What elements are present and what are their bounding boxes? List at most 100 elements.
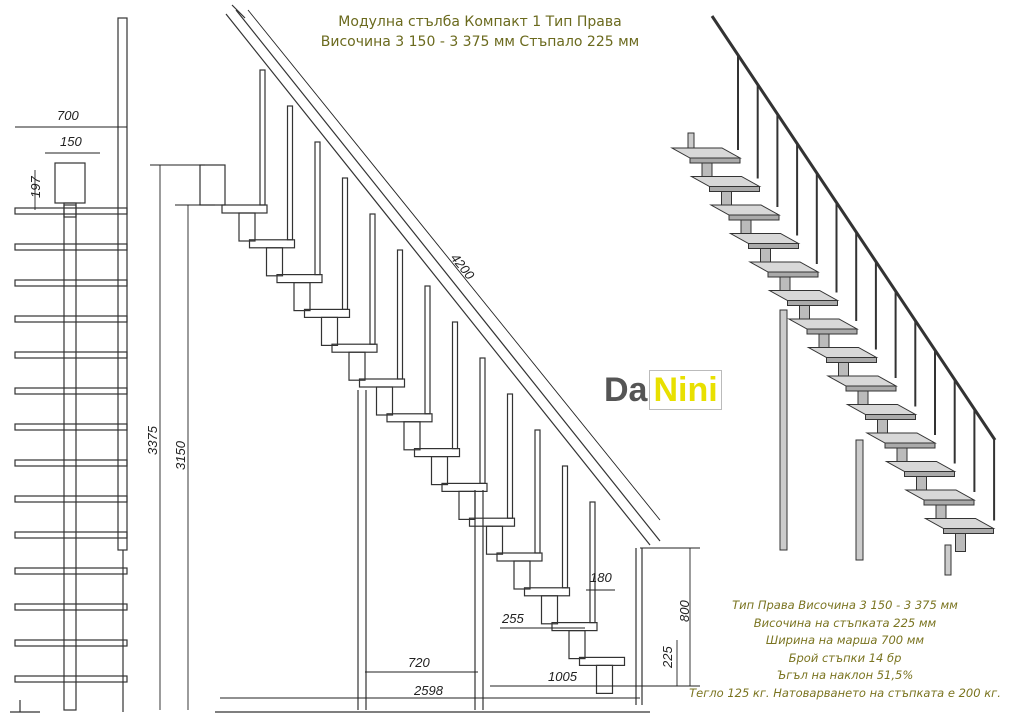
front-top-plate [54, 162, 86, 204]
side-module [513, 560, 531, 590]
iso-tread-edge [845, 385, 897, 392]
iso-tread-edge [728, 214, 780, 221]
iso-tread-edge [806, 328, 858, 335]
iso-support-post-3 [944, 544, 952, 576]
dimension-line [247, 9, 661, 521]
spec-weight-load: Тегло 125 кг. Натоварването на стъпката … [689, 685, 1001, 700]
baluster [534, 429, 541, 554]
side-module [540, 595, 559, 625]
front-tread [14, 351, 128, 359]
iso-tread [923, 518, 996, 529]
iso-tread [709, 204, 781, 216]
dim-clear-720: 720 [408, 655, 430, 670]
side-module [265, 247, 284, 277]
dim-length-2598: 2598 [413, 683, 444, 698]
side-tread [578, 656, 626, 667]
handrail-bottom [235, 9, 661, 542]
front-tread [14, 459, 128, 467]
front-tread [14, 495, 128, 503]
drawing-title: Модулна стълба Компакт 1 Тип Права Височ… [300, 12, 660, 52]
side-module [348, 351, 366, 381]
baluster [506, 393, 514, 519]
iso-tread [787, 318, 859, 330]
dim-rail-4200: 4200 [448, 250, 478, 283]
iso-tread [728, 233, 801, 244]
baluster [589, 501, 596, 624]
iso-tread-edge [748, 243, 799, 249]
iso-tread-edge [767, 271, 819, 278]
iso-tread [904, 489, 976, 501]
dim-tread-180: 180 [590, 570, 612, 585]
logo-da: Da [604, 371, 648, 409]
spec-angle: Ъгъл на наклон 51,5% [776, 668, 914, 682]
side-tread [441, 482, 488, 492]
baluster [341, 177, 349, 310]
side-tread [496, 552, 543, 562]
front-tread [14, 567, 128, 575]
dim-rail-800: 800 [677, 600, 692, 622]
title-line-1: Модулна стълба Компакт 1 Тип Права [338, 14, 622, 30]
side-tread [303, 308, 351, 318]
baluster [286, 105, 294, 241]
side-module [375, 386, 394, 416]
iso-tread [767, 290, 840, 301]
front-top-bracket [63, 202, 77, 218]
side-module [458, 490, 476, 520]
side-tread [276, 274, 323, 284]
side-module [430, 456, 449, 486]
title-line-2: Височина 3 150 - 3 375 мм Стъпало 225 мм [320, 34, 640, 50]
floor-slab-hatch [199, 164, 226, 206]
front-tread [14, 639, 128, 647]
iso-tread-edge [884, 442, 936, 449]
side-elevation-view [199, 4, 661, 713]
iso-handrail [710, 15, 997, 441]
side-module [238, 212, 256, 242]
dim-height-3375: 3375 [145, 425, 160, 455]
side-module [320, 316, 339, 346]
front-tread [14, 279, 128, 287]
side-module [485, 525, 504, 555]
iso-tread-edge [904, 471, 955, 477]
iso-tread [689, 176, 762, 187]
dim-going-255: 255 [501, 611, 524, 626]
front-tread [14, 243, 128, 251]
dim-height-3150: 3150 [173, 440, 188, 470]
iso-support-post-2 [855, 439, 864, 561]
spec-steps-count: Брой стъпки 14 бр [788, 650, 902, 665]
side-tread [248, 239, 296, 249]
iso-tread-edge [709, 186, 760, 192]
baluster [396, 249, 404, 380]
baluster [424, 285, 431, 415]
front-tread [14, 675, 128, 683]
front-tall-post [117, 17, 128, 551]
iso-tread [826, 375, 898, 387]
side-tread [551, 621, 598, 632]
baluster [561, 465, 569, 589]
spec-width: Ширина на марша 700 мм [765, 633, 925, 647]
handrail-end [231, 4, 246, 19]
iso-tread-edge [865, 414, 916, 420]
side-module [403, 421, 421, 451]
side-tread [358, 378, 406, 388]
handrail-top [225, 13, 651, 546]
side-module [293, 282, 311, 312]
side-tread [523, 587, 571, 597]
dim-riser-225: 225 [660, 646, 675, 669]
logo-nini: Nini [649, 370, 722, 410]
iso-tread-edge [689, 157, 741, 164]
side-tread [468, 517, 516, 527]
dim-width-700: 700 [57, 108, 79, 123]
iso-tread [670, 147, 742, 159]
spec-step-height: Височина на стъпката 225 мм [753, 615, 937, 630]
iso-tread [845, 404, 918, 415]
front-tread [14, 603, 128, 611]
iso-tread [884, 461, 957, 472]
specifications-list: Тип Права Височина 3 150 - 3 375 мм Висо… [660, 597, 1024, 702]
iso-module [955, 533, 966, 552]
iso-tread [806, 347, 879, 358]
baluster [479, 357, 486, 485]
dimension-lines [15, 9, 700, 710]
iso-tread-edge [826, 357, 877, 363]
baluster [451, 321, 459, 450]
